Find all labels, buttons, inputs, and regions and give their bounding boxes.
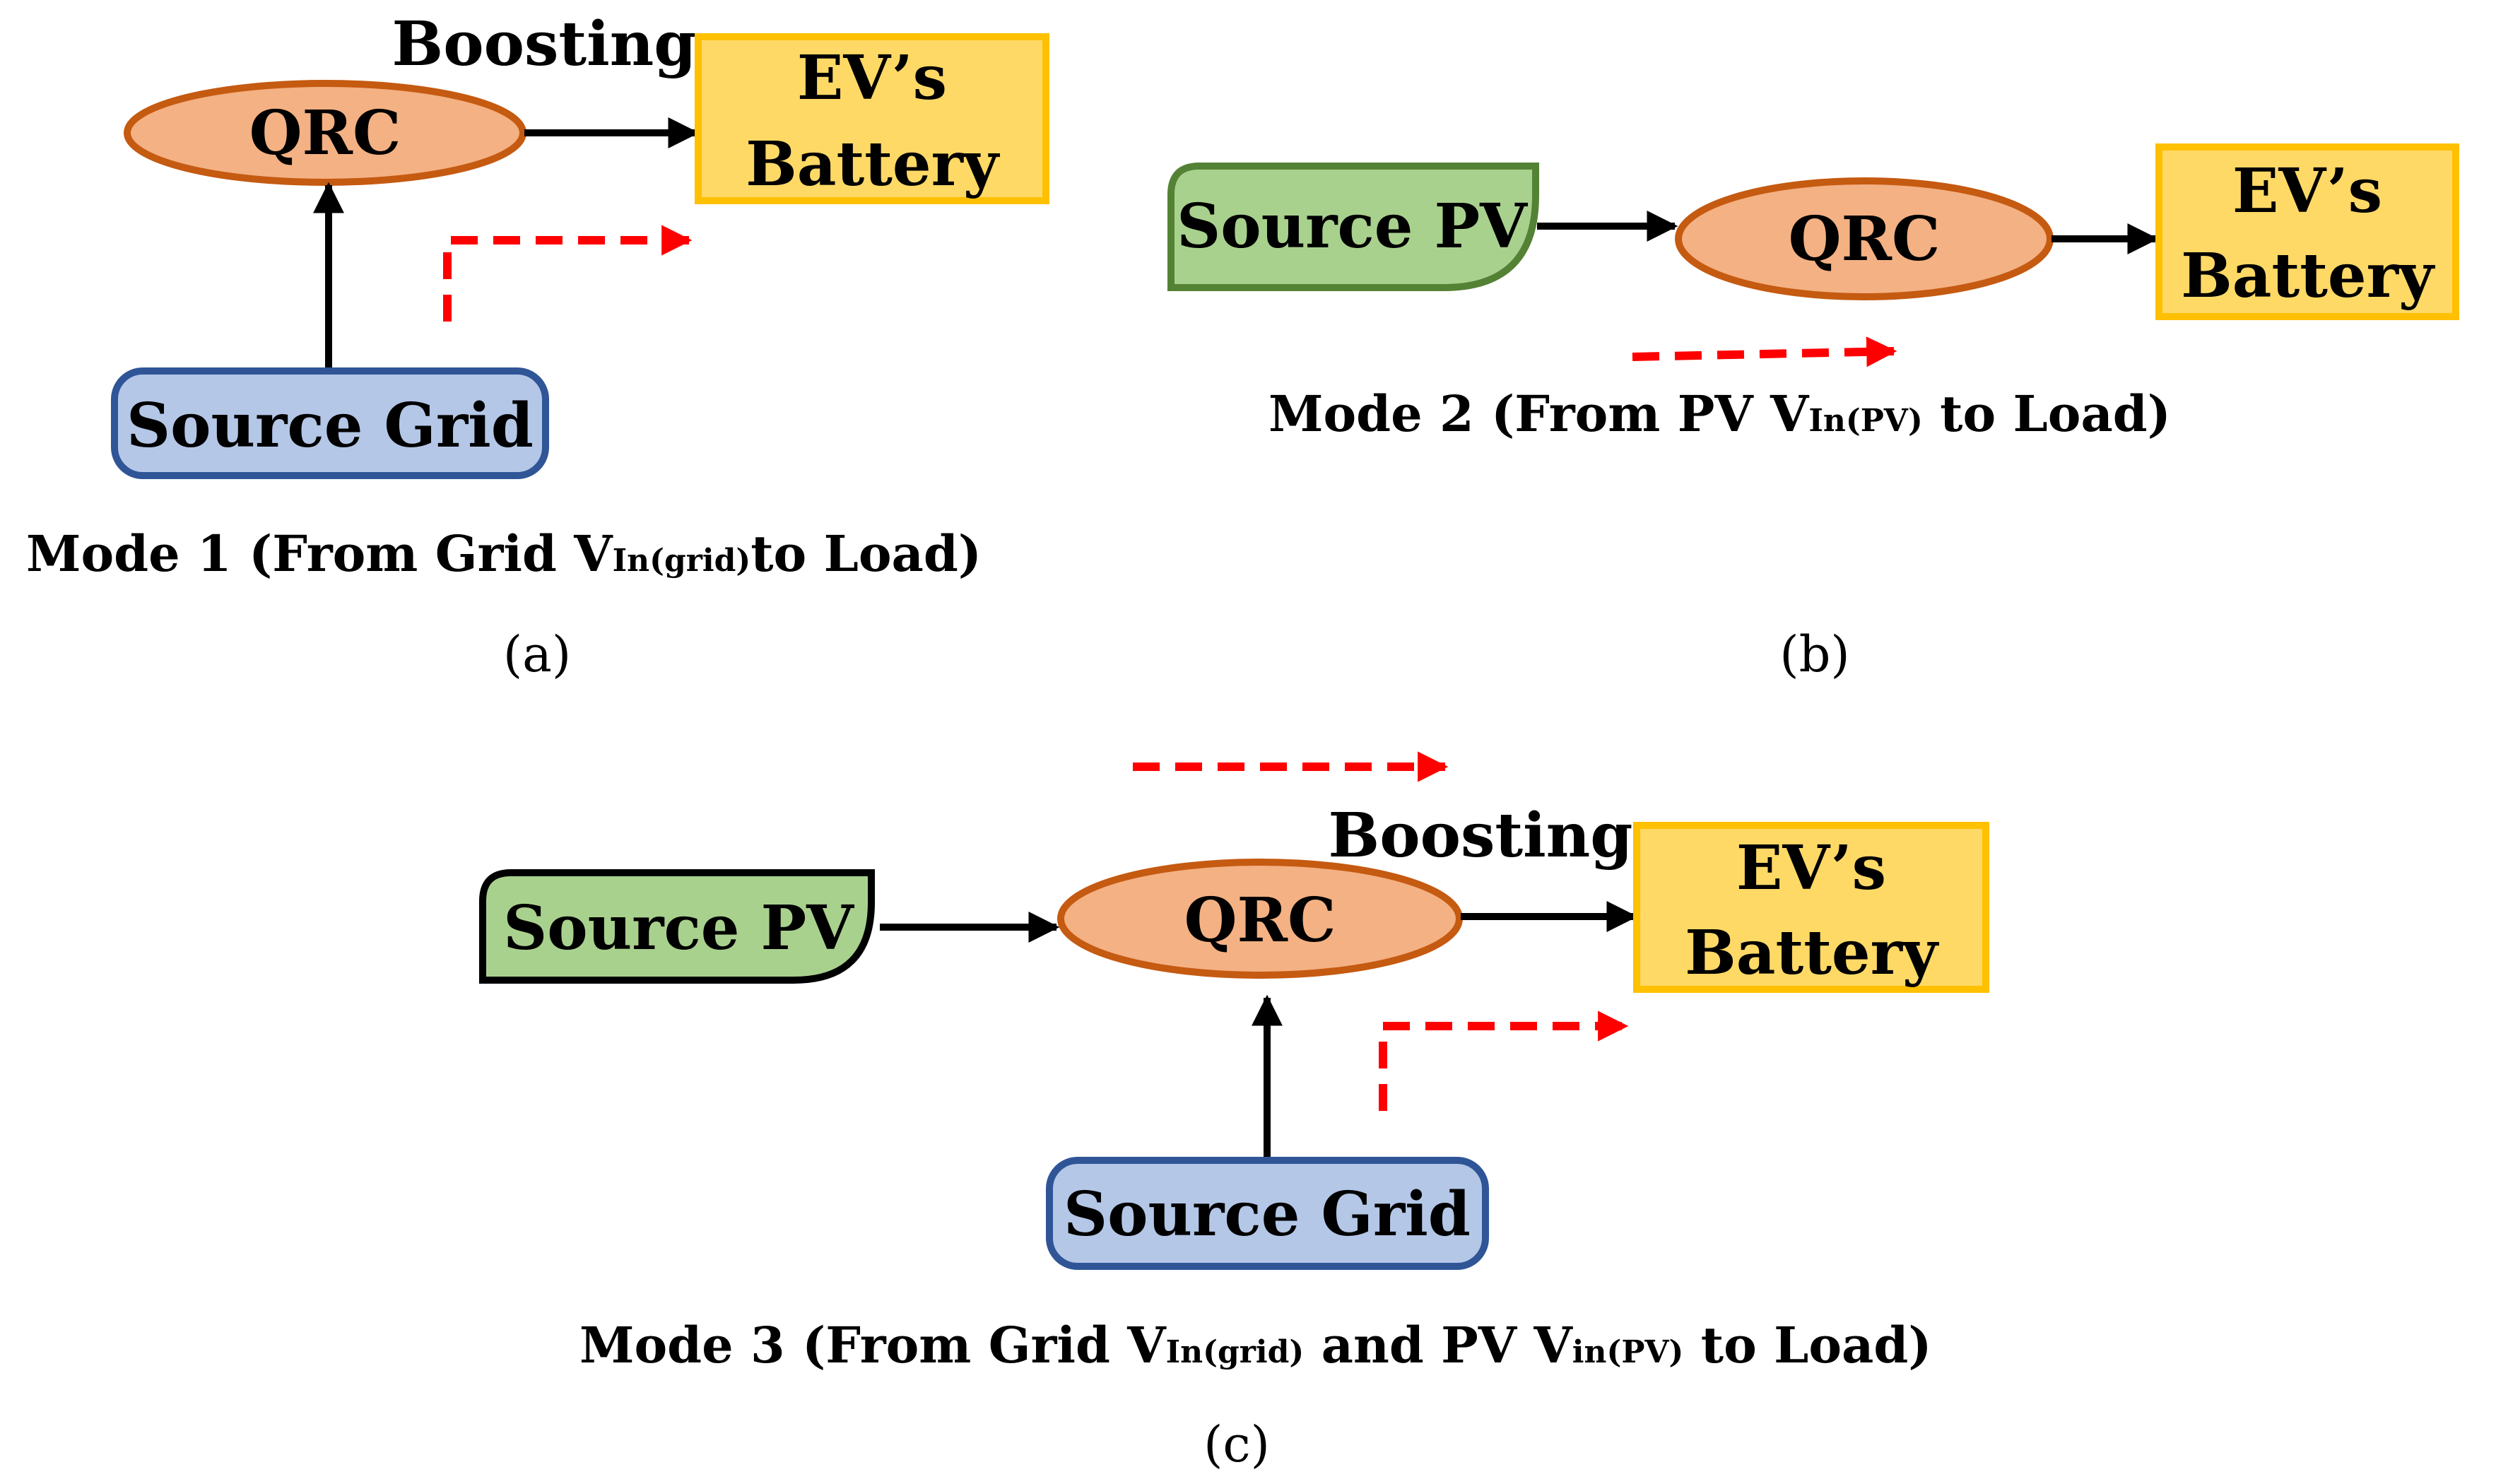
caption-mode-1: Mode 1 (From Grid VIn(grid)to Load) [26,524,982,583]
source-grid-node-a: Source Grid [111,367,549,479]
power-flow-arrow-c-bottom [1379,1011,1629,1111]
battery-label-line2-b: Battery [2181,240,2436,312]
battery-label-line2-a: Battery [746,129,1001,200]
source-grid-label-a: Source Grid [126,390,534,461]
panel-tag-c: (c) [1203,1415,1270,1473]
qrc-node-b: QRC [1675,177,2054,300]
caption-mode-3-sub1: In(grid) [1166,1334,1305,1370]
battery-label-line2-c: Battery [1685,917,1940,989]
source-grid-node-c: Source Grid [1046,1157,1489,1270]
qrc-label-b: QRC [1789,204,1941,275]
power-flow-arrow-a [443,225,693,322]
source-pv-box-b [1167,163,1539,291]
panel-tag-a: (a) [503,625,571,683]
battery-box-a [695,33,1049,204]
battery-label-line1-c: EV’s [1736,832,1886,904]
boosting-label-c: Boosting [1329,800,1633,871]
qrc-label-c: QRC [1184,885,1336,956]
caption-mode-3-post: to Load) [1683,1316,1931,1374]
power-flow-arrow-b [1632,336,1897,367]
caption-mode-1-post: to Load) [750,524,982,583]
source-grid-box-a [111,367,549,479]
battery-box-b [2155,143,2459,320]
battery-node-a: EV’s Battery [695,33,1049,204]
qrc-ellipse-b [1675,177,2054,300]
panel-a: Boosting QRC EV’s Battery Source Grid Mo… [26,8,1049,683]
caption-mode-3-pre: Mode 3 (From Grid V [579,1316,1167,1374]
battery-box-c [1633,822,1989,993]
qrc-node-c: QRC [1057,859,1463,979]
qrc-label-a: QRC [249,98,401,169]
battery-label-line1-b: EV’s [2232,155,2382,227]
caption-mode-1-pre: Mode 1 (From Grid V [26,524,613,583]
caption-mode-1-sub: In(grid) [613,543,751,579]
source-grid-box-c [1046,1157,1489,1270]
qrc-node-a: QRC [124,80,526,186]
source-grid-label-c: Source Grid [1064,1179,1471,1250]
source-pv-node-c: Source PV [479,869,875,984]
source-pv-node-b: Source PV [1167,163,1539,291]
source-pv-label-c: Source PV [503,893,854,964]
caption-mode-2-sub: In(PV) [1808,403,1922,439]
battery-node-b: EV’s Battery [2155,143,2459,320]
qrc-ellipse-c [1057,859,1463,979]
caption-mode-3-mid: and PV V [1304,1316,1573,1374]
panel-tag-b: (b) [1779,625,1849,683]
caption-mode-2-pre: Mode 2 (From PV V [1268,384,1810,443]
source-pv-box-c [479,869,875,984]
panel-c: Boosting Source PV QRC EV’s Battery Sou [479,751,1989,1473]
caption-mode-2: Mode 2 (From PV VIn(PV) to Load) [1268,384,2171,443]
caption-mode-3: Mode 3 (From Grid VIn(grid) and PV Vin(P… [579,1316,1931,1374]
battery-node-c: EV’s Battery [1633,822,1989,993]
panel-b: Source PV QRC EV’s Battery Mode 2 (From … [1167,143,2459,683]
caption-mode-3-sub2: in(PV) [1572,1334,1684,1370]
source-pv-label-b: Source PV [1177,191,1528,262]
caption-mode-2-post: to Load) [1923,384,2171,443]
battery-label-line1-a: EV’s [797,42,947,114]
boosting-label-a: Boosting [392,8,697,80]
